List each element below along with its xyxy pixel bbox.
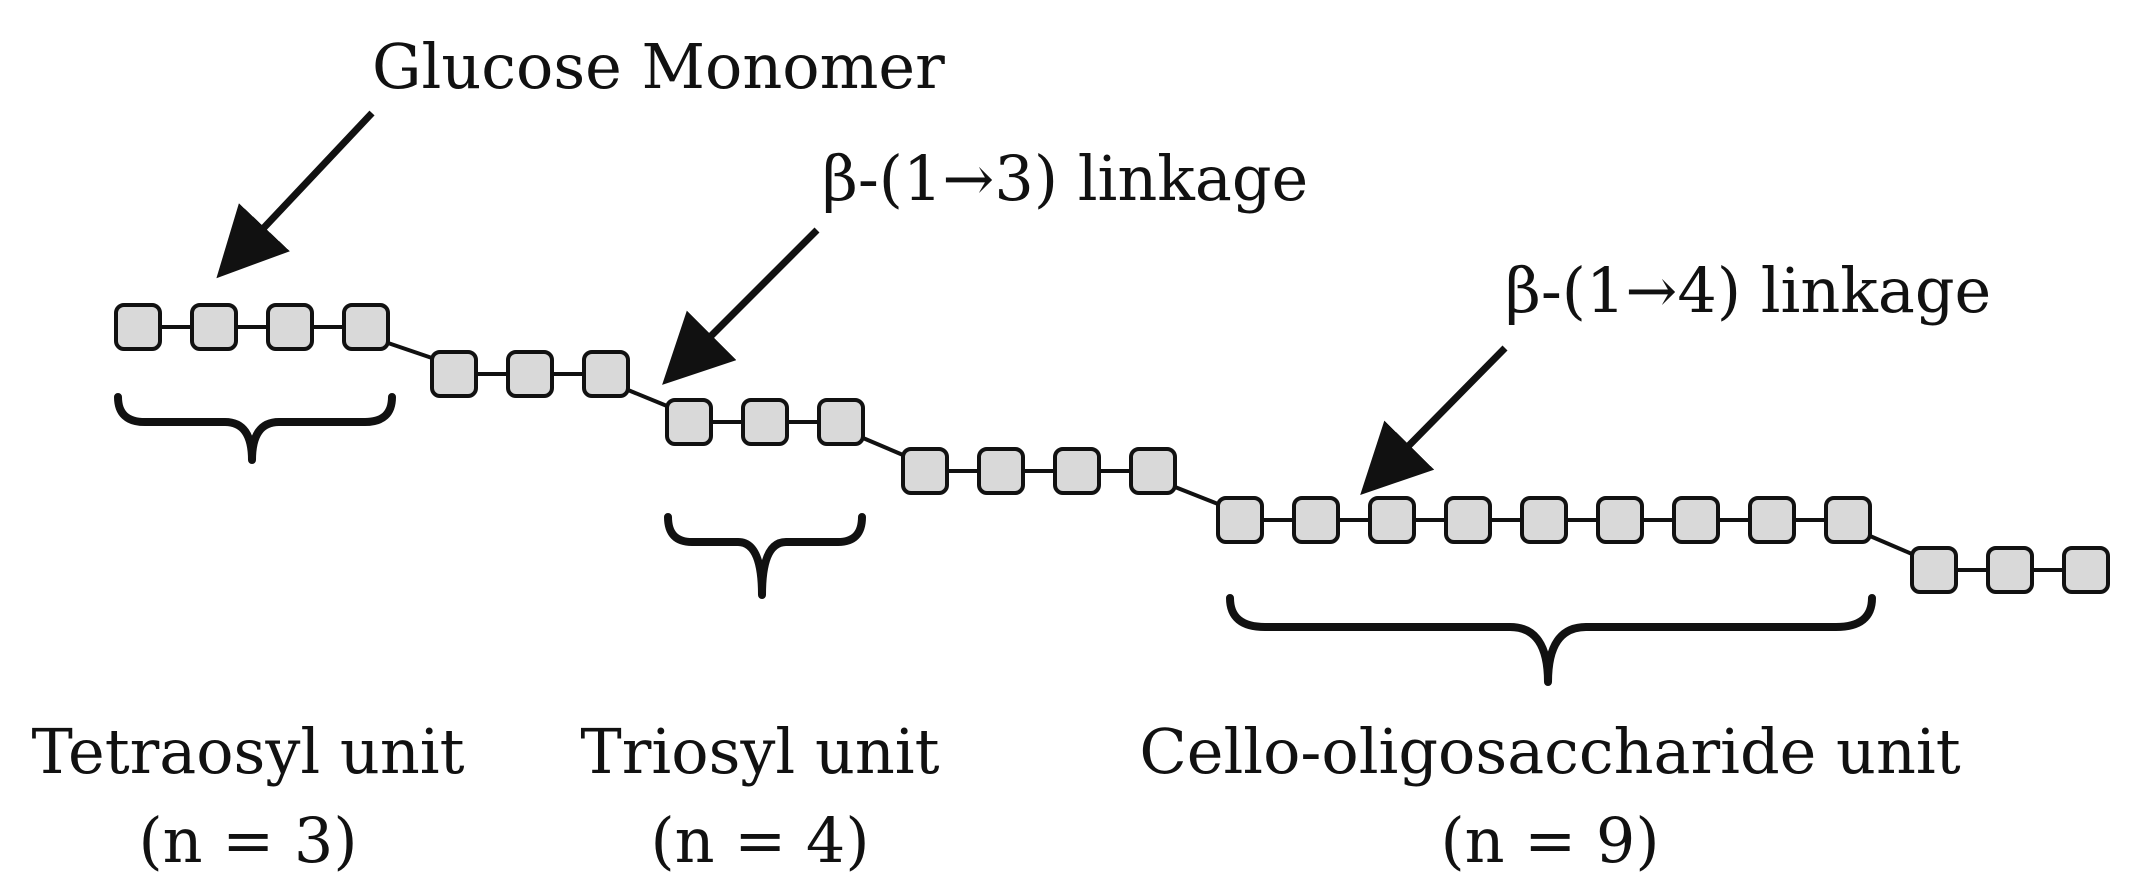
glucose-monomer <box>342 303 390 351</box>
glucose-monomer <box>1672 496 1720 544</box>
triosyl-unit-brace <box>664 513 866 599</box>
glucose-monomer <box>506 350 554 398</box>
glucose-monomer <box>1129 447 1177 495</box>
beta-1-3-linkage-label: β-(1→3) linkage <box>822 142 1308 215</box>
beta-1-4-linkage-label: β-(1→4) linkage <box>1505 254 1991 327</box>
triosyl-unit-n: (n = 4) <box>650 804 869 877</box>
cello-oligosaccharide-unit-name: Cello-oligosaccharide unit <box>1139 715 1960 788</box>
glucose-monomer <box>1596 496 1644 544</box>
glucose-monomer <box>817 398 865 446</box>
tetraosyl-unit-brace <box>114 393 396 464</box>
glucose-monomer-label: Glucose Monomer <box>372 30 945 103</box>
chain-links <box>160 325 2064 572</box>
glucose-monomer <box>430 350 478 398</box>
glucose-monomer <box>1520 496 1568 544</box>
beta-1-3-link <box>1174 485 1219 506</box>
glucose-monomer-arrow <box>216 110 375 279</box>
glucose-monomer <box>1444 496 1492 544</box>
glucose-monomer <box>266 303 314 351</box>
beta-1-3-link <box>862 436 904 457</box>
triosyl-unit-name: Triosyl unit <box>580 715 939 788</box>
cello-oligosaccharide-unit-brace <box>1226 594 1876 686</box>
glucose-monomer <box>2062 546 2110 594</box>
glucose-monomer <box>665 398 713 446</box>
glucose-monomer <box>1910 546 1958 594</box>
glucose-monomer <box>977 447 1025 495</box>
glucose-monomer <box>114 303 162 351</box>
chain-monomers <box>114 303 2110 594</box>
beta-1-3-link <box>627 388 668 408</box>
glucose-monomer <box>1748 496 1796 544</box>
beta-1-3-link <box>387 341 433 360</box>
glucose-monomer <box>741 398 789 446</box>
glucose-monomer <box>1368 496 1416 544</box>
glucose-monomer <box>901 447 949 495</box>
glucose-monomer <box>1292 496 1340 544</box>
beta-1-3-linkage-arrow <box>662 227 820 385</box>
beta-1-4-linkage-arrow <box>1360 345 1508 495</box>
glucose-monomer <box>1216 496 1264 544</box>
glucose-monomer <box>1053 447 1101 495</box>
glucose-monomer <box>1986 546 2034 594</box>
glucose-monomer <box>190 303 238 351</box>
tetraosyl-unit-name: Tetraosyl unit <box>31 715 464 788</box>
cello-oligosaccharide-unit-n: (n = 9) <box>1440 804 1659 877</box>
glucose-monomer <box>582 350 630 398</box>
beta-1-3-link <box>1869 534 1913 556</box>
tetraosyl-unit-n: (n = 3) <box>138 804 357 877</box>
glucose-monomer <box>1824 496 1872 544</box>
